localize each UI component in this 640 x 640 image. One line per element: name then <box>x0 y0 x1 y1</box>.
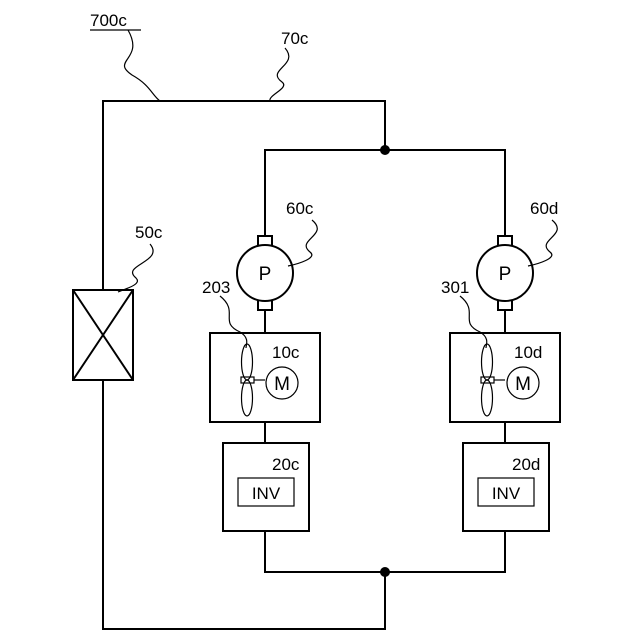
inverter-symbol-right: INV <box>492 484 521 503</box>
label-pipe-70c: 70c <box>281 29 309 48</box>
unit-10d: M <box>450 333 560 422</box>
label-fan-301: 301 <box>441 278 469 297</box>
label-inverter-unit-20d: 20d <box>512 455 540 474</box>
motor-symbol-right: M <box>515 374 531 395</box>
label-heat-exchanger-50c: 50c <box>135 223 163 242</box>
label-system-700c: 700c <box>90 11 127 30</box>
label-unit-10d: 10d <box>514 343 542 362</box>
heat-exchanger-50c <box>73 290 133 380</box>
pump-60c: P <box>237 236 293 310</box>
label-pump-60d: 60d <box>530 199 558 218</box>
label-inverter-unit-20c: 20c <box>272 455 300 474</box>
pump-symbol-left: P <box>259 264 272 285</box>
leader-lines <box>118 30 557 348</box>
label-fan-203: 203 <box>202 278 230 297</box>
label-pump-60c: 60c <box>286 199 314 218</box>
label-unit-10c: 10c <box>272 343 300 362</box>
inverter-symbol-left: INV <box>252 484 281 503</box>
junction-bottom <box>380 567 390 577</box>
pump-symbol-right: P <box>499 264 512 285</box>
junction-top <box>380 145 390 155</box>
motor-symbol-left: M <box>274 374 290 395</box>
unit-10c: M <box>210 333 320 422</box>
pump-60d: P <box>477 236 533 310</box>
